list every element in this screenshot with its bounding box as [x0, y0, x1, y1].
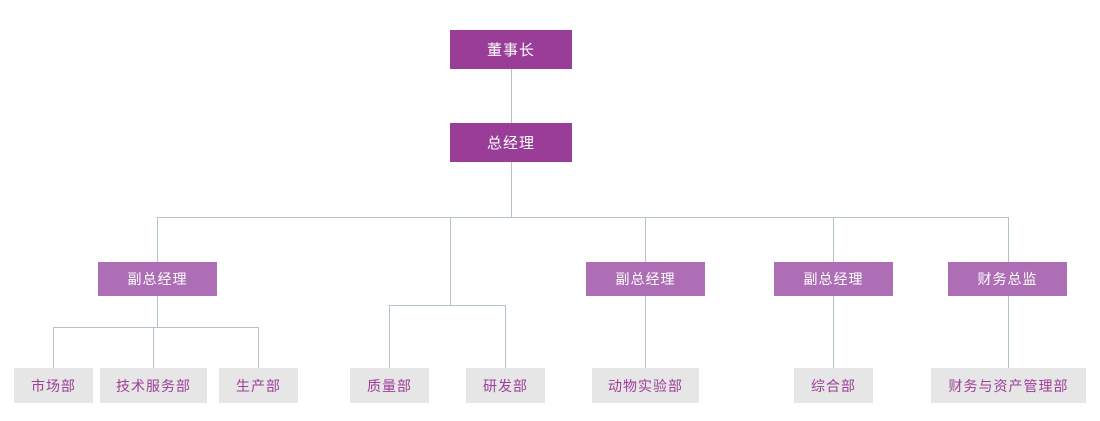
connector-to-dept-market [53, 327, 54, 368]
connector-bus-vp1-children [53, 327, 258, 328]
connector-to-dept-rd [505, 305, 506, 368]
connector-to-dept-general-affairs [833, 296, 834, 368]
node-dept-quality[interactable]: 质量部 [350, 368, 429, 403]
connector-chairman-to-gm [511, 69, 512, 123]
node-dept-rd-label: 研发部 [483, 378, 528, 395]
connector-bus-drop-middle [450, 217, 451, 305]
node-vp1[interactable]: 副总经理 [98, 262, 217, 296]
connector-to-dept-production [258, 327, 259, 368]
node-cfo[interactable]: 财务总监 [948, 262, 1067, 296]
connector-to-dept-quality [389, 305, 390, 368]
connector-bus-drop-cfo [1008, 217, 1009, 262]
node-dept-animal-lab[interactable]: 动物实验部 [592, 368, 699, 403]
node-dept-general-affairs-label: 综合部 [811, 378, 856, 395]
node-vp1-label: 副总经理 [127, 272, 188, 288]
connector-bus-drop-vp1 [157, 217, 158, 262]
connector-to-dept-tech-service [153, 327, 154, 368]
connector-gm-drop [511, 162, 512, 217]
node-vp3-label: 副总经理 [803, 272, 864, 288]
node-chairman[interactable]: 董事长 [450, 30, 572, 69]
node-general-manager-label: 总经理 [486, 134, 535, 152]
node-dept-market-label: 市场部 [31, 378, 76, 395]
node-vp2[interactable]: 副总经理 [586, 262, 705, 296]
node-dept-animal-lab-label: 动物实验部 [608, 378, 683, 395]
connector-bus-middle-children [389, 305, 505, 306]
node-dept-tech-service-label: 技术服务部 [116, 378, 191, 395]
node-dept-rd[interactable]: 研发部 [466, 368, 545, 403]
connector-vp1-drop [157, 296, 158, 327]
node-chairman-label: 董事长 [486, 41, 535, 59]
node-dept-quality-label: 质量部 [367, 378, 412, 395]
connector-bus-drop-vp2 [645, 217, 646, 262]
node-vp3[interactable]: 副总经理 [774, 262, 893, 296]
connector-to-dept-finance-asset [1008, 296, 1009, 368]
connector-bus-drop-vp3 [833, 217, 834, 262]
node-general-manager[interactable]: 总经理 [450, 123, 572, 162]
node-vp2-label: 副总经理 [615, 272, 676, 288]
node-cfo-label: 财务总监 [977, 272, 1038, 288]
node-dept-general-affairs[interactable]: 综合部 [794, 368, 873, 403]
node-dept-finance-asset-label: 财务与资产管理部 [948, 378, 1069, 395]
node-dept-finance-asset[interactable]: 财务与资产管理部 [931, 368, 1086, 403]
node-dept-market[interactable]: 市场部 [14, 368, 93, 403]
node-dept-tech-service[interactable]: 技术服务部 [100, 368, 207, 403]
node-dept-production-label: 生产部 [236, 378, 281, 395]
connector-to-dept-animal-lab [645, 296, 646, 368]
connector-bus-level3 [157, 217, 1009, 218]
node-dept-production[interactable]: 生产部 [219, 368, 298, 403]
